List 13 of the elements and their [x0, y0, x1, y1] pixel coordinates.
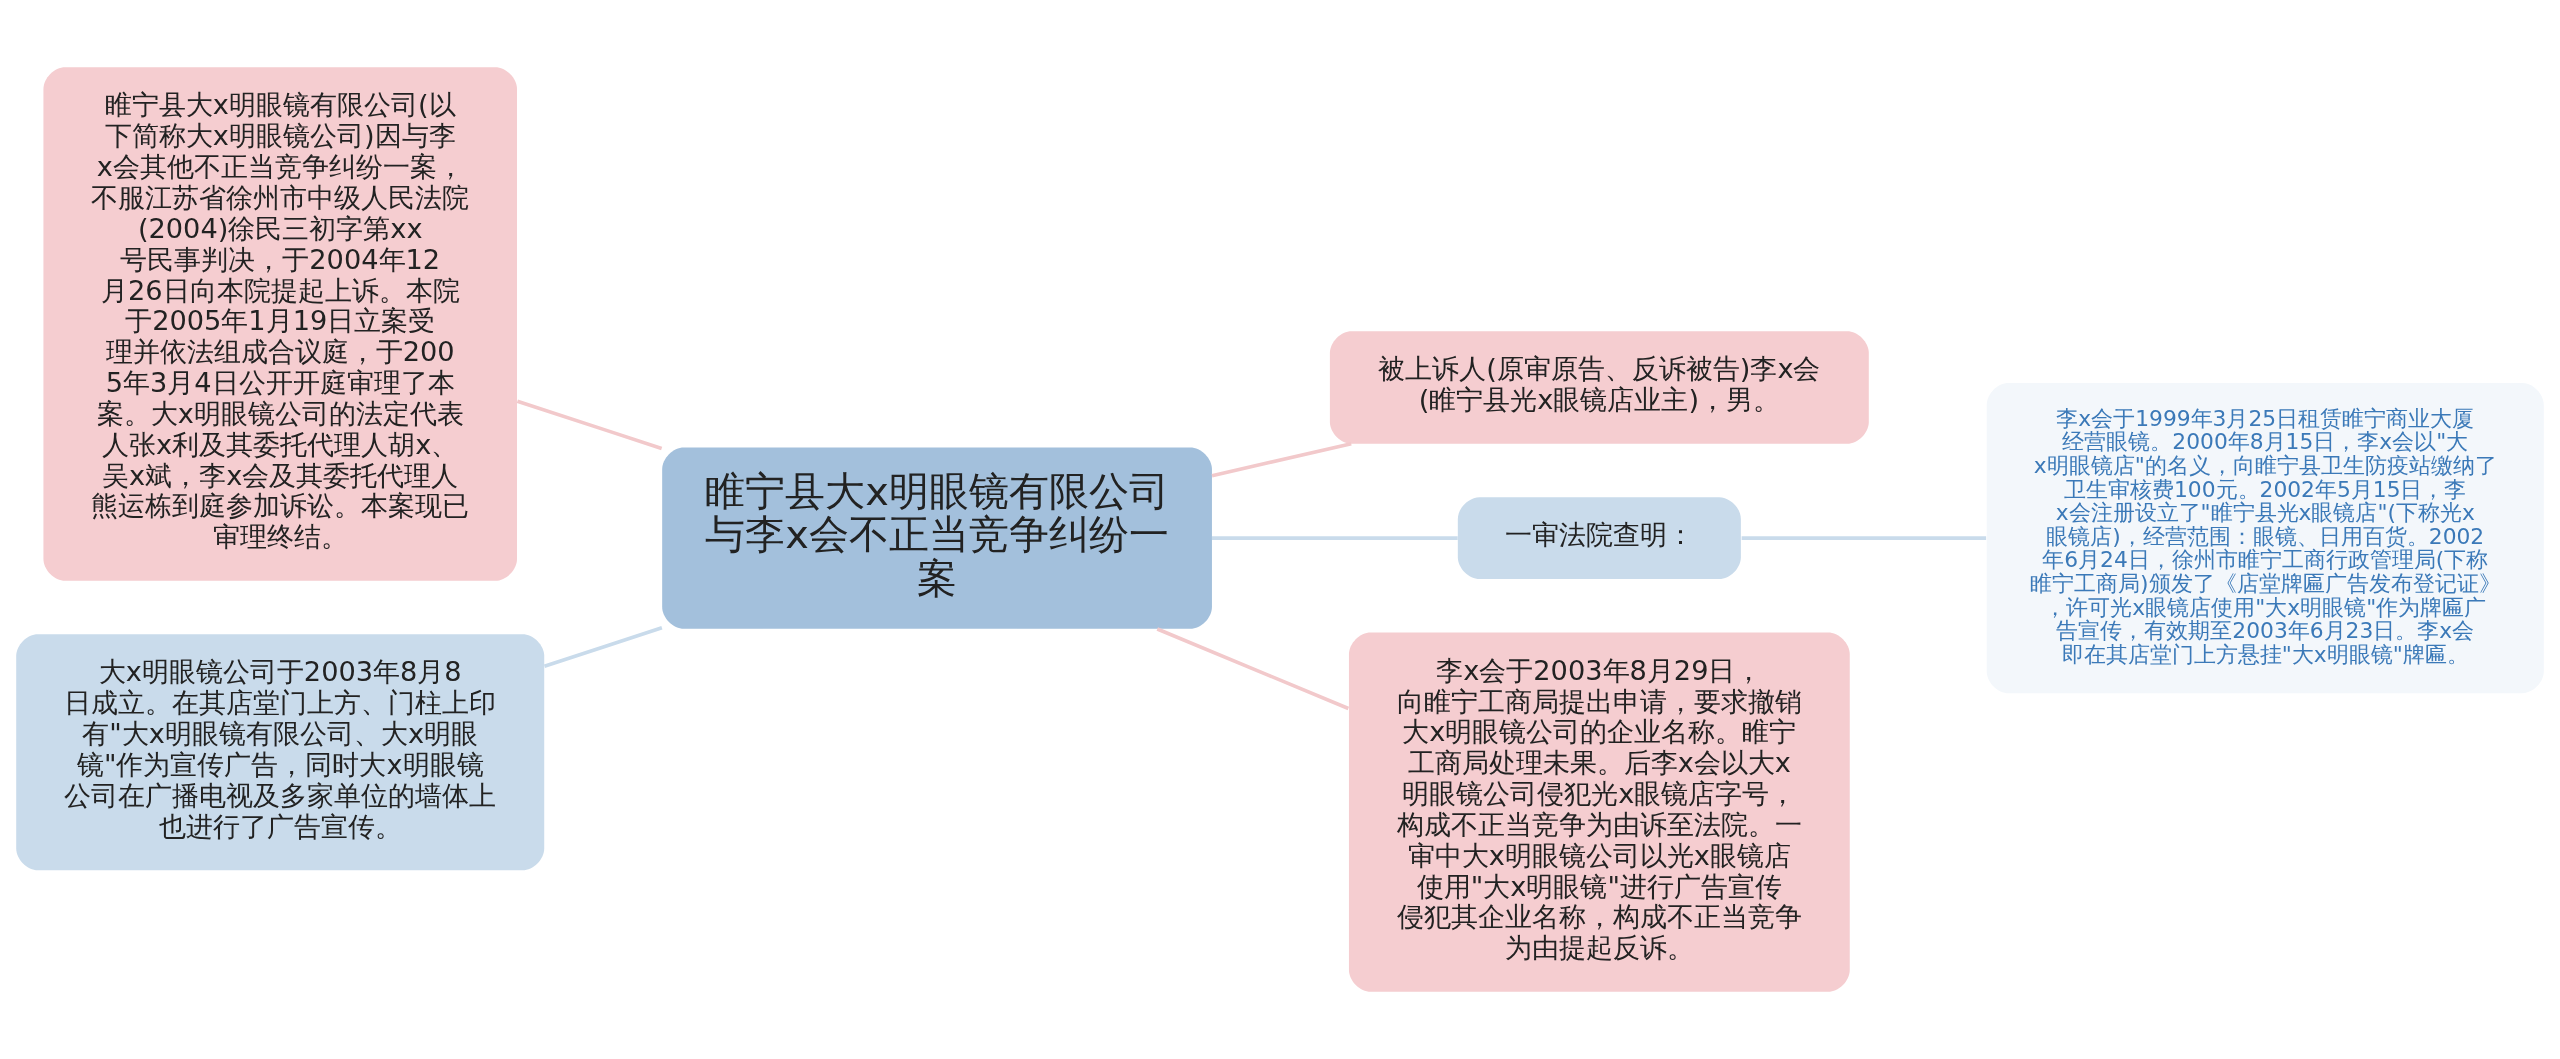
connector: [1212, 536, 1458, 540]
connector: [543, 626, 663, 668]
node-box: 睢宁县大x明眼镜有限公司与李x会不正当竞争纠纷一案: [662, 447, 1212, 629]
node-box: 李x会于1999年3月25日租赁睢宁商业大厦经营眼镜。2000年8月15日，李x会以"大x明眼镜店"的名义，向睢宁县卫生防疫站缴纳了卫生审核费100元。2002年5月15日，李x会注册设立了"睢宁县光x眼镜店"(下称光x眼镜店)，经营范围：眼镜、日用百货。2002年6月24日，徐州市睢宁工商行政管理局(下称睢宁工商局)颁发了《店堂牌匾广告发布登记证》，许可光x眼镜店使用"大x明眼镜"作为牌匾广告宣传，有效期至2003年6月23日。李x会即在其店堂门上方悬挂"大x明眼镜"牌匾。: [1986, 383, 2544, 694]
connector: [1741, 536, 1987, 540]
node-box: 李x会于2003年8月29日，向睢宁工商局提出申请，要求撤销大x明眼镜公司的企业名称。睢宁工商局处理未果。后李x会以大x明眼镜公司侵犯光x眼镜店字号，构成不正当竞争为由诉至法院。一审中大x明眼镜公司以光x眼镜店使用"大x明眼镜"进行广告宣传侵犯其企业名称，构成不正当竞争为由提起反诉。: [1348, 632, 1850, 992]
node-box: 一审法院查明：: [1457, 497, 1741, 579]
node-box: 睢宁县大x明眼镜有限公司(以下简称大x明眼镜公司)因与李x会其他不正当竞争纠纷一案，不服江苏省徐州市中级人民法院(2004)徐民三初字第xx号民事判决，于2004年12月26日向本院提起上诉。本院于2005年1月19日立案受理并依法组成合议庭，于2005年3月4日公开开庭审理了本案。大x明眼镜公司的法定代表人张x利及其委托代理人胡x、吴x斌，李x会及其委托代理人熊运栋到庭参加诉讼。本案现已审理终结。: [43, 67, 517, 581]
node-box: 被上诉人(原审原告、反诉被告)李x会(睢宁县光x眼镜店业主)，男。: [1329, 331, 1869, 444]
connector: [1156, 627, 1350, 711]
node-box: 大x明眼镜公司于2003年8月8日成立。在其店堂门上方、门柱上印有"大x明眼镜有限公司、大x明眼镜"作为宣传广告，同时大x明眼镜公司在广播电视及多家单位的墙体上也进行了广告宣传。: [16, 634, 545, 871]
connector: [516, 399, 663, 451]
connector: [1211, 442, 1352, 478]
